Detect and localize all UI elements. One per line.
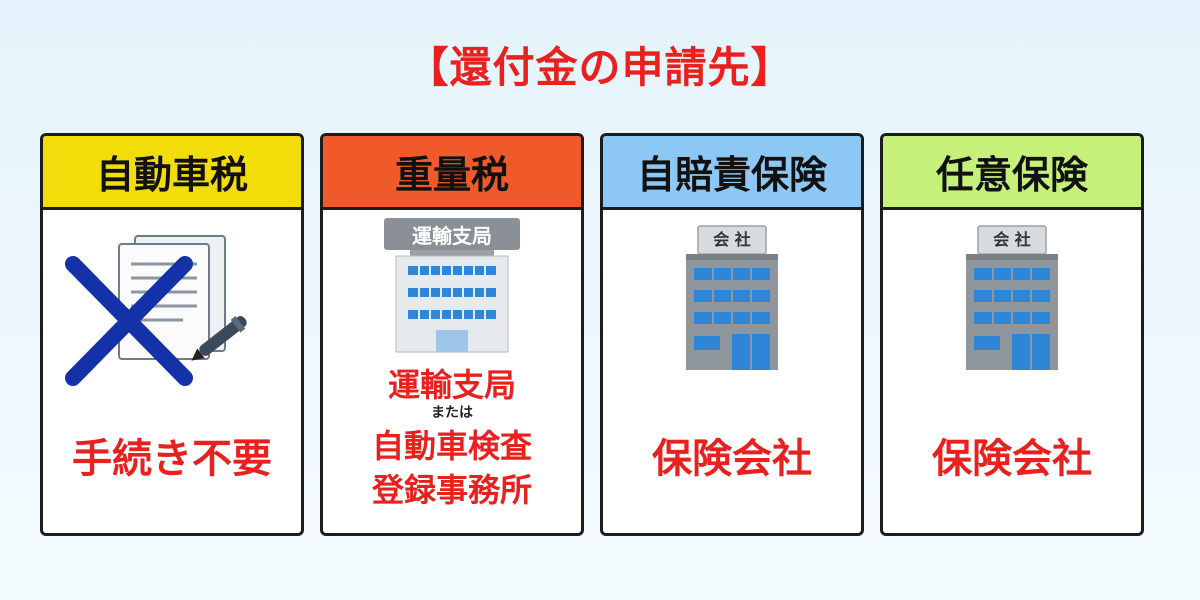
card-body-car-tax: 手続き不要 (43, 210, 301, 533)
card-body-weight-tax: 運輸支局 運輸支局 または 自動車検査 登録事務所 (323, 210, 581, 533)
result-transport-bureau: 運輸支局 (387, 366, 516, 404)
card-body-compulsory-insurance: 会 社 保険会社 (603, 210, 861, 533)
card-car-tax: 自動車税 手続き不 (40, 133, 304, 536)
company-building-icon (966, 225, 1058, 370)
result-inspection-office-line1: 自動車検査 (371, 427, 532, 465)
card-header-weight-tax: 重量税 (323, 136, 581, 210)
result-insurance-company-2: 保険会社 (932, 436, 1092, 482)
result-or: または (431, 405, 473, 421)
card-header-compulsory-insurance: 自賠責保険 (603, 136, 861, 210)
card-voluntary-insurance: 任意保険 会 社 保険会社 (880, 133, 1144, 536)
building-sign-company-2: 会 社 (993, 230, 1031, 249)
card-weight-tax: 重量税 運輸支局 運輸支局 または 自動車検査 登録事務所 (320, 133, 584, 536)
result-inspection-office-line2: 登録事務所 (371, 471, 532, 509)
crossed-out-document-icon (65, 235, 247, 386)
building-sign-company-1: 会 社 (713, 230, 751, 249)
transport-bureau-building-icon (384, 218, 520, 353)
card-compulsory-insurance: 自賠責保険 会 社 保険会社 (600, 133, 864, 536)
result-insurance-company-1: 保険会社 (652, 436, 812, 482)
company-building-icon (686, 225, 778, 370)
page-title: 【還付金の申請先】 (406, 43, 794, 92)
card-header-voluntary-insurance: 任意保険 (883, 136, 1141, 210)
result-no-procedure: 手続き不要 (72, 436, 272, 482)
card-header-car-tax: 自動車税 (43, 136, 301, 210)
card-body-voluntary-insurance: 会 社 保険会社 (883, 210, 1141, 533)
building-sign-transport-bureau: 運輸支局 (412, 224, 492, 248)
